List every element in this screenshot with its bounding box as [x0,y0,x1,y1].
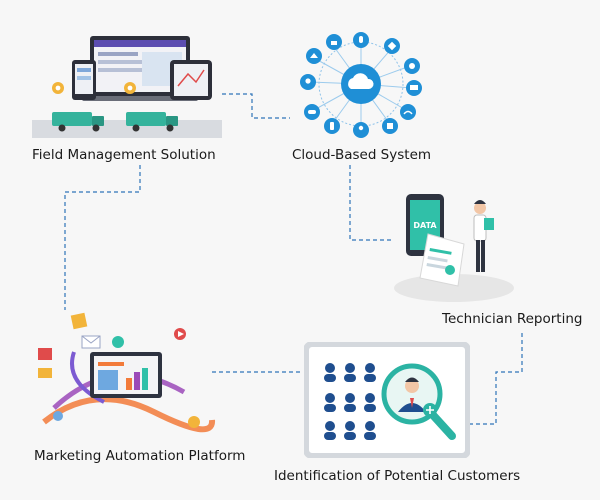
delivery-truck-icon [52,112,178,132]
field-management-label: Field Management Solution [32,147,216,163]
technician-reporting-illustration: DATA [394,194,514,302]
technician-person-icon [473,200,494,272]
user-icon [405,379,419,393]
map-pin-icon [52,82,136,94]
magnifier-icon [381,363,456,440]
field-management-illustration [32,36,222,138]
marketing-automation-label: Marketing Automation Platform [34,448,246,464]
connector-field-to-marketing [64,165,141,310]
cloud-system-label: Cloud-Based System [292,147,432,163]
target-icon [112,336,124,348]
marketing-automation-illustration [38,312,215,433]
potential-customers-illustration [304,342,470,458]
connector-field-to-cloud [222,93,290,119]
chart-badge-icon [38,348,52,360]
square-badge-icon [70,312,88,330]
connector-technician-to-customers [470,333,523,425]
customer-grid [324,363,376,440]
screen-data-text: DATA [413,221,437,230]
technician-reporting-label: Technician Reporting [442,311,583,327]
connector-cloud-to-technician [349,165,393,241]
cloud-system-illustration [300,32,422,138]
potential-customers-label: Identification of Potential Customers [274,468,521,484]
